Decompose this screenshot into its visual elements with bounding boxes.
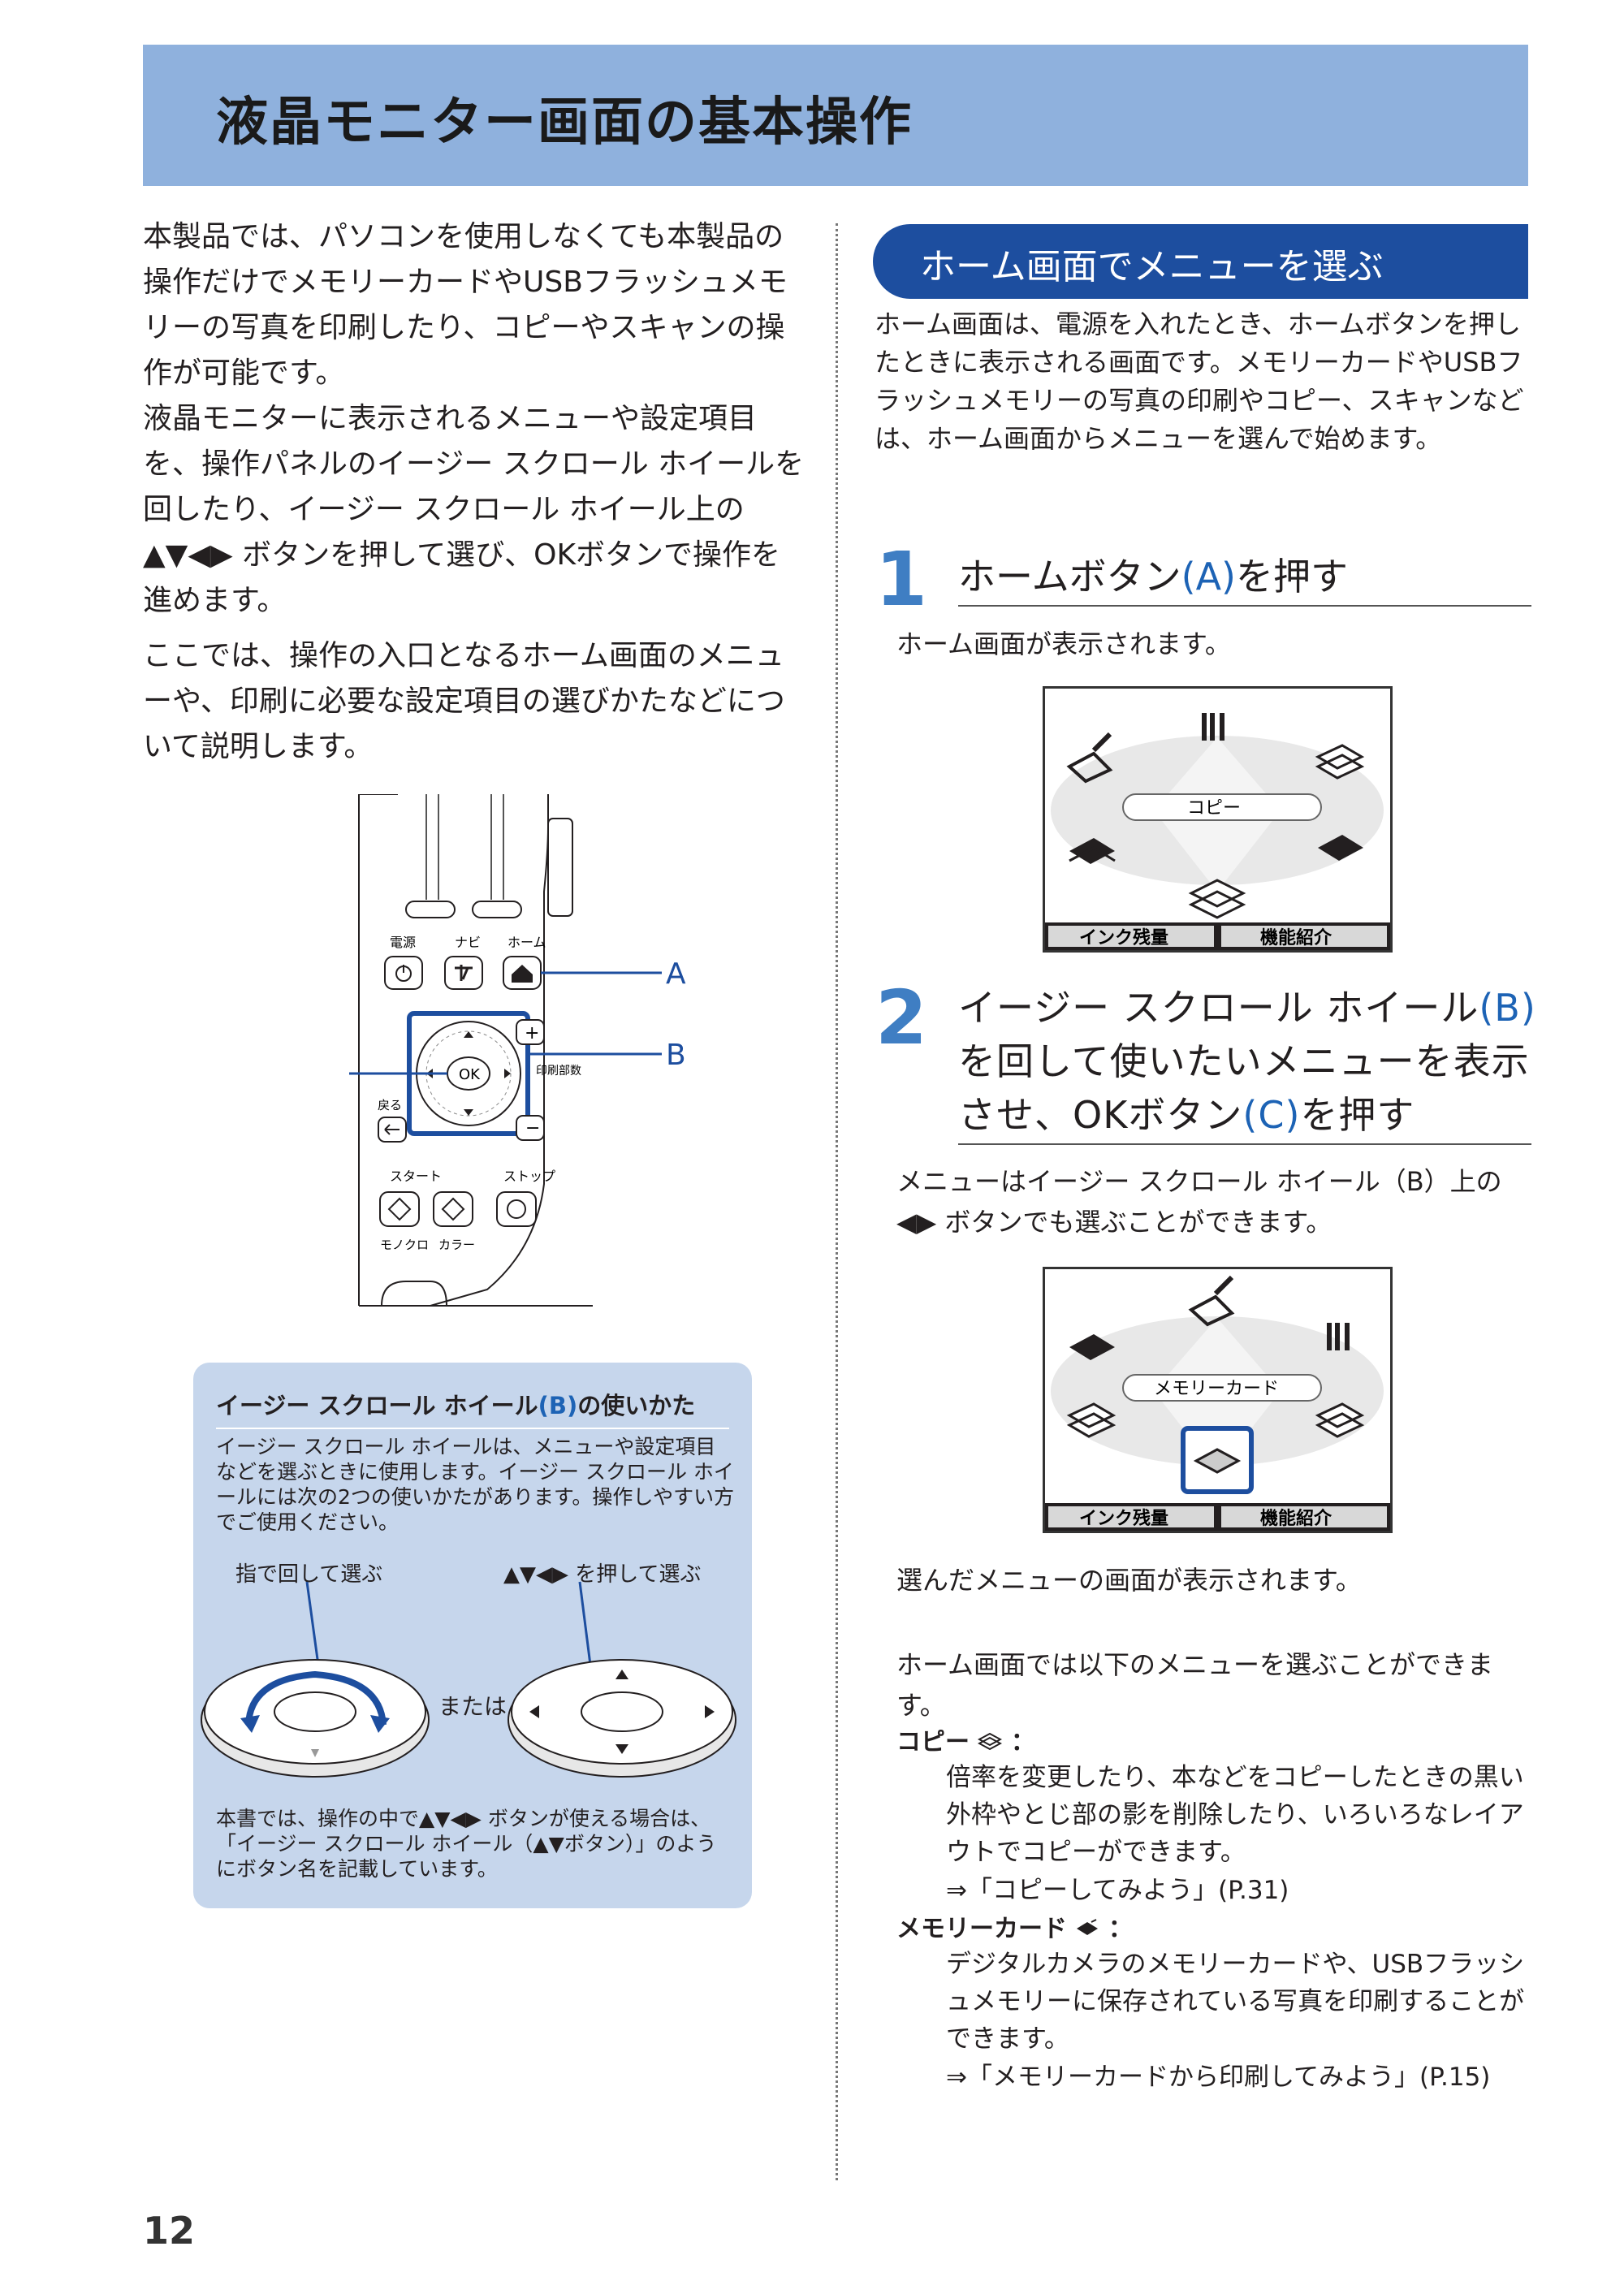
photo-print-icon [1188,1275,1235,1327]
scan-icon [1069,1334,1115,1360]
result-text: 選んだメニューの画面が表示されます。 [896,1565,1362,1596]
softkey-feature-intro: 機能紹介 [1260,927,1332,948]
navi-label: ナビ [455,935,481,950]
menu-intro: ホーム画面では以下のメニューを選ぶことができます。 [896,1649,1494,1721]
memory-card-menu-heading: メモリーカード ： [896,1915,1133,1943]
mono-label: モノクロ [380,1238,429,1252]
photo-print-icon [1066,732,1113,784]
minus-button[interactable]: − [516,1115,545,1141]
settings-icon [1327,1323,1350,1350]
softkey-ink-level: インク残量 [1079,1508,1168,1529]
back-button[interactable] [378,1117,407,1143]
copy-menu-description: 倍率を変更したり、本などをコピーしたときの黒い外枠やとじ部の影を削除したり、いろ… [946,1763,1524,1867]
step-description: メニューはイージー スクロール ホイール（B）上の ◀▶ ボタンでも選ぶことがで… [896,1166,1502,1238]
memory-card-screen-image: メモリーカード インク残量 機能紹介 [1043,1267,1393,1533]
scan-icon [1069,838,1116,864]
copy-icon [1188,879,1246,919]
navi-button[interactable] [444,956,483,990]
svg-text:−: − [525,1118,540,1138]
callout-b: B [666,1039,686,1072]
home-button[interactable] [503,956,542,990]
step-title: ホームボタン(A)を押す [958,555,1348,598]
column-divider [836,223,838,2180]
divider [958,605,1531,607]
power-label: 電源 [390,935,416,950]
plus-button[interactable]: + [516,1019,545,1045]
color-label: カラー [438,1238,475,1252]
rotate-select-label: 指で回して選ぶ [235,1562,383,1587]
callout-a: A [666,957,686,991]
press-select-label: ▲▼◀▶ を押して選ぶ [503,1562,702,1587]
stop-button[interactable] [496,1191,537,1227]
or-label: または [438,1693,508,1720]
section-heading-label: ホーム画面でメニューを選ぶ [920,246,1384,287]
section-intro: ホーム画面は、電源を入れたとき、ホームボタンを押したときに表示される画面です。メ… [875,309,1524,454]
stop-label: ストップ [503,1169,555,1184]
memory-card-icon [1318,835,1363,861]
info-box-body: イージー スクロール ホイールは、メニューや設定項目などを選ぶときに使用します。… [216,1435,735,1534]
memory-card-icon [1193,1448,1242,1474]
copy-icon [1066,1402,1116,1438]
divider [958,1143,1531,1145]
home-screen-image: コピー インク残量 機能紹介 [1043,686,1393,953]
info-box-footer: 本書では、操作の中で▲▼◀▶ ボタンが使える場合は、「イージー スクロール ホイ… [216,1807,717,1881]
page-header: 液晶モニター画面の基本操作 [143,45,1528,186]
copy-icon [978,1732,1003,1751]
intro-paragraph: ここでは、操作の入口となるホーム画面のメニューや、印刷に必要な設定項目の選びかた… [143,639,785,763]
page-number: 12 [143,2209,196,2253]
step-title: イージー スクロール ホイール(B)を回して使いたいメニューを表示させ、OKボタ… [958,986,1536,1137]
selected-menu-label: メモリーカード [1154,1379,1279,1399]
intro-paragraph: 本製品では、パソコンを使用しなくても本製品の操作だけでメモリーカードやUSBフラ… [143,220,788,390]
ok-label: OK [459,1066,481,1083]
start-label: スタート [390,1169,442,1184]
divider [216,1428,729,1429]
color-start-button[interactable] [433,1191,473,1227]
wheel-usage-illustration [201,1581,736,1778]
power-button[interactable] [384,956,423,990]
softkey-ink-level: インク残量 [1079,927,1168,948]
memory-card-menu-reference[interactable]: ⇒「メモリーカードから印刷してみよう」(P.15) [946,2063,1491,2092]
step-number: 1 [875,536,928,623]
svg-text:+: + [525,1023,539,1043]
memory-card-menu-description: デジタルカメラのメモリーカードや、USBフラッシュメモリーに保存されている写真を… [946,1950,1525,2054]
section-heading: ホーム画面でメニューを選ぶ [873,224,1528,299]
step-number: 2 [875,974,928,1061]
ok-button[interactable]: OK [447,1056,490,1091]
copy-print-icon [1315,744,1365,780]
copy-menu-heading: コピー ： [896,1728,1035,1756]
print-count-label: 印刷部数 [536,1065,581,1078]
memory-card-icon [1077,1919,1099,1935]
black-start-button[interactable] [379,1191,420,1227]
wheel-usage-box: イージー スクロール ホイール(B)の使いかた イージー スクロール ホイールは… [193,1363,752,1908]
copy-print-icon [1315,1402,1365,1438]
info-box-title: イージー スクロール ホイール(B)の使いかた [216,1392,696,1419]
selected-menu-label: コピー [1187,798,1241,819]
softkey-feature-intro: 機能紹介 [1260,1508,1332,1529]
page-title: 液晶モニター画面の基本操作 [216,93,913,153]
intro-paragraph: 液晶モニターに表示されるメニューや設定項目を、操作パネルのイージー スクロール … [143,402,805,617]
step-description: ホーム画面が表示されます。 [896,629,1231,659]
operation-panel-illustration: 電源 ナビ ホーム A OK B C + − 印刷 [349,794,686,1307]
home-label: ホーム [508,935,546,950]
back-label: 戻る [378,1098,402,1112]
copy-menu-reference[interactable]: ⇒「コピーしてみよう」(P.31) [946,1876,1289,1905]
settings-icon [1202,713,1224,741]
